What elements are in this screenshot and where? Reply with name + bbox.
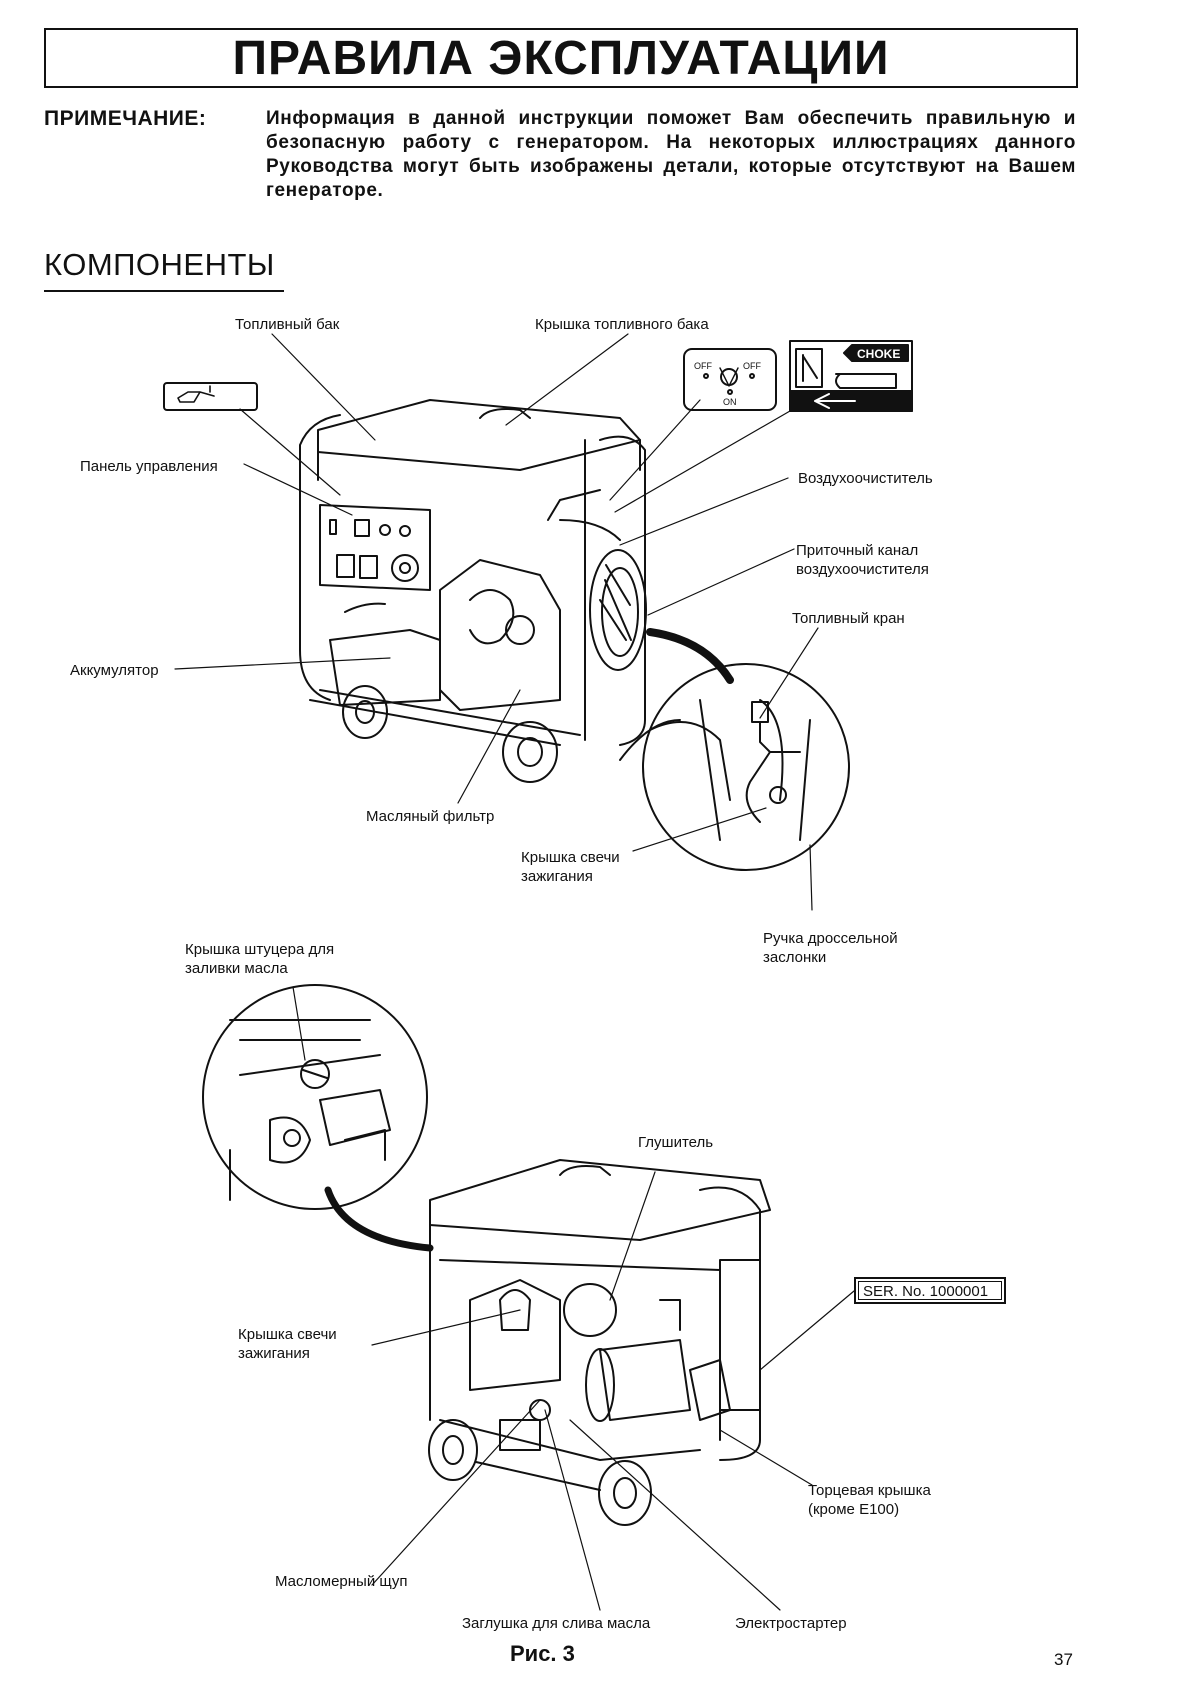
label-muffler: Глушитель (638, 1134, 714, 1151)
label-spark-plug-cap-top: Крышка свечи зажигания (521, 849, 620, 885)
oil-filler-detail-circle (202, 984, 428, 1210)
fuel-switch-inset (683, 348, 777, 411)
label-electric-starter: Электростартер (735, 1615, 847, 1632)
label-oil-filler-cap: Крышка штуцера для заливки масла (185, 941, 335, 977)
section-title: КОМПОНЕНТЫ (44, 247, 275, 282)
detail-connector-top (646, 628, 734, 684)
note-text: Информация в данной инструкции поможет В… (266, 108, 1076, 201)
choke-inset (789, 340, 913, 412)
label-choke-lever: Ручка дроссельной заслонки (763, 930, 898, 966)
fuel-switch-on-label: ON (723, 397, 737, 407)
page-title: ПРАВИЛА ЭКСПЛУАТАЦИИ (232, 31, 890, 85)
label-oil-filter: Масляный фильтр (366, 808, 495, 825)
oil-warning-icon (163, 382, 258, 411)
label-drain-plug: Заглушка для слива масла (462, 1615, 651, 1632)
label-fuel-cap: Крышка топливного бака (535, 316, 709, 333)
top-generator-drawing (299, 399, 647, 783)
label-fuel-cock: Топливный кран (792, 610, 905, 627)
section-underline (44, 290, 284, 292)
page-number: 37 (1054, 1650, 1073, 1669)
note-label: ПРИМЕЧАНИЕ: (44, 107, 207, 130)
label-battery: Аккумулятор (70, 662, 159, 679)
label-end-cover: Торцевая крышка (кроме E100) (808, 1482, 931, 1518)
leader-lines-bottom (292, 986, 855, 1611)
label-control-panel: Панель управления (80, 458, 218, 475)
detail-connector-bottom (324, 1186, 434, 1252)
fuel-switch-off-left-label: OFF (694, 361, 712, 371)
fuel-cock-detail-circle (619, 663, 850, 871)
title-frame: ПРАВИЛА ЭКСПЛУАТАЦИИ (44, 28, 1078, 88)
label-air-intake: Приточный канал воздухоочистителя (796, 542, 929, 578)
bottom-generator-drawing (428, 1159, 771, 1526)
leader-lines-top (174, 333, 819, 911)
serial-number-plate: SER. No. 1000001 (854, 1277, 1006, 1304)
choke-label: CHOKE (857, 347, 900, 361)
label-spark-plug-cap-bottom: Крышка свечи зажигания (238, 1326, 337, 1362)
label-air-cleaner: Воздухоочиститель (798, 470, 933, 487)
fuel-switch-off-right-label: OFF (743, 361, 761, 371)
label-fuel-tank: Топливный бак (235, 316, 340, 333)
label-dipstick: Масломерный щуп (275, 1573, 408, 1590)
serial-number: SER. No. 1000001 (858, 1281, 1002, 1300)
figure-caption: Рис. 3 (510, 1641, 575, 1666)
